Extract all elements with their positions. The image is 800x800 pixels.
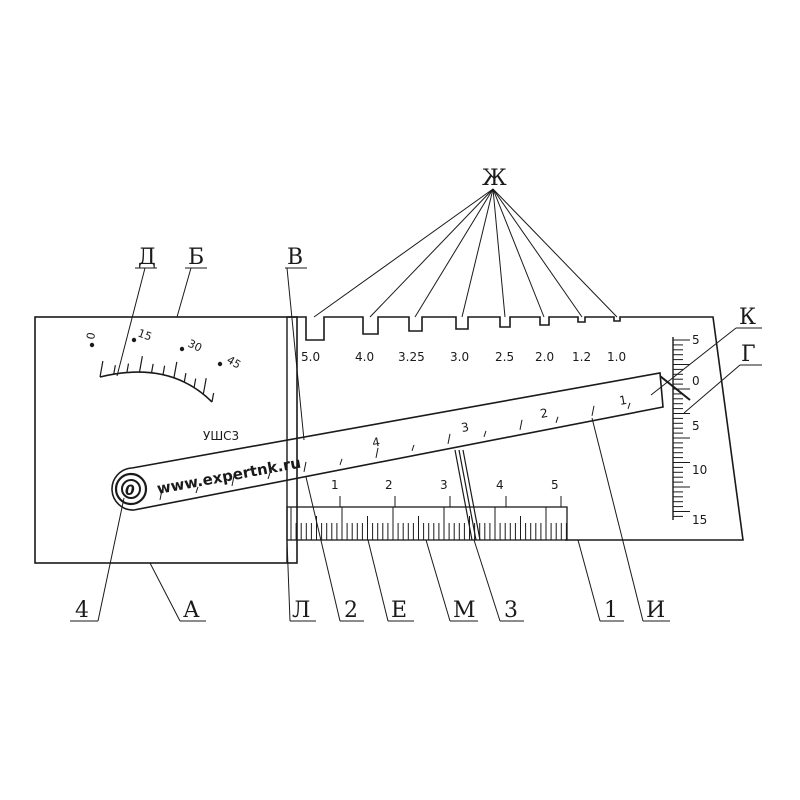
- angle-label-45: 45: [225, 353, 244, 371]
- callout-labels: Ж Д Б В К Г 4 А Л 2 Е М 3 1 И: [75, 166, 756, 623]
- callout-d: Д: [138, 245, 156, 270]
- callout-2: 2: [344, 598, 358, 623]
- callout-k: К: [739, 305, 756, 330]
- tick-mark: [555, 416, 559, 423]
- tick-mark: [339, 458, 343, 466]
- tick-mark: [303, 461, 307, 472]
- callout-1: 1: [604, 598, 618, 623]
- callout-e: Е: [391, 598, 407, 623]
- callout-3: 3: [504, 598, 518, 623]
- angle-label-30: 30: [186, 337, 204, 355]
- tick-mark: [138, 356, 143, 373]
- vscale-label: 5: [692, 333, 700, 347]
- callout-m: М: [453, 598, 476, 623]
- left-plate: [34, 316, 298, 564]
- tick-mark: [267, 472, 271, 480]
- tick-mark: [231, 475, 235, 487]
- horizontal-scale-labels: 1 2 3 4 5: [331, 478, 562, 507]
- tick-mark: [411, 444, 415, 452]
- arm-label: 3: [460, 420, 470, 435]
- hscale-label: 4: [496, 478, 504, 492]
- angle-label-15: 15: [136, 327, 154, 344]
- leader-lines: [70, 188, 762, 622]
- tick-mark: [113, 365, 116, 375]
- slider: [454, 449, 481, 541]
- slot-label: 2.5: [495, 350, 514, 364]
- vscale-label: 15: [692, 513, 707, 527]
- angle-label-0: 0: [84, 331, 98, 340]
- slot-label: 1.2: [572, 350, 591, 364]
- model-label: УШС3: [203, 429, 239, 443]
- vscale-label: 10: [692, 463, 707, 477]
- tick-mark: [162, 365, 166, 375]
- slot-labels: 5.0 4.0 3.25 3.0 2.5 2.0 1.2 1.0: [301, 350, 626, 364]
- callout-i: И: [646, 598, 665, 623]
- callout-zh: Ж: [482, 166, 507, 191]
- vscale-label: 0: [692, 374, 700, 388]
- pointer: [659, 375, 691, 401]
- tick-mark: [195, 486, 199, 494]
- tick-mark: [150, 363, 154, 373]
- tick-mark: [159, 489, 163, 501]
- tick-mark: [126, 363, 130, 373]
- angle-scale: 0 15 30 45: [84, 327, 244, 403]
- bottom-ruler: [286, 506, 568, 541]
- tick-mark: [483, 430, 487, 438]
- tick-mark: [211, 392, 215, 403]
- slot-label: 4.0: [355, 350, 374, 364]
- tick-mark: [193, 378, 197, 388]
- callout-4: 4: [75, 598, 89, 623]
- vscale-label: 5: [692, 419, 700, 433]
- tick-mark: [99, 360, 104, 378]
- tick-mark: [183, 373, 187, 383]
- hscale-label: 1: [331, 478, 339, 492]
- callout-v: В: [287, 245, 303, 270]
- arm-label: 1: [618, 393, 628, 408]
- slot-label: 5.0: [301, 350, 320, 364]
- tick-mark: [519, 419, 523, 430]
- tick-mark: [591, 405, 595, 416]
- tick-mark: [627, 402, 631, 409]
- callout-l: Л: [292, 598, 310, 623]
- callout-g: Г: [741, 342, 756, 367]
- tick-mark: [375, 447, 379, 458]
- slot-label: 2.0: [535, 350, 554, 364]
- arm-label: 2: [539, 406, 549, 421]
- tick-mark: [447, 433, 451, 444]
- pivot-label: 0: [125, 483, 135, 499]
- arm-label: 4: [371, 435, 381, 450]
- tick-mark: [173, 361, 178, 378]
- vertical-scale: 5 0 5 10 15: [672, 333, 707, 527]
- callout-a: А: [183, 598, 200, 623]
- slot-label: 3.0: [450, 350, 469, 364]
- hscale-label: 3: [440, 478, 448, 492]
- hscale-label: 5: [551, 478, 559, 492]
- slot-label: 1.0: [607, 350, 626, 364]
- callout-b: Б: [188, 245, 204, 270]
- hscale-label: 2: [385, 478, 393, 492]
- slot-label: 3.25: [398, 350, 425, 364]
- tick-mark: [202, 378, 207, 395]
